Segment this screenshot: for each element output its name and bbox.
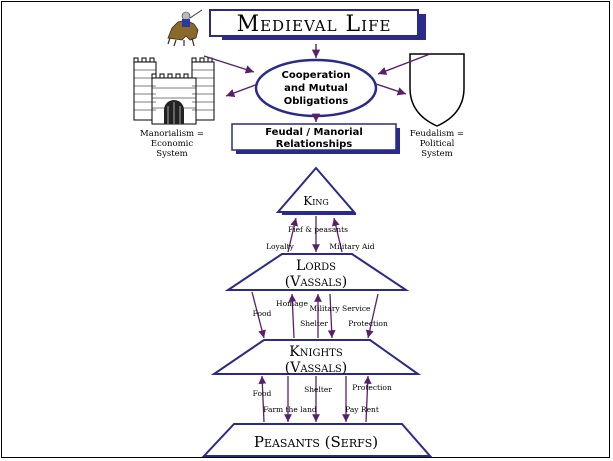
tier-king: King	[275, 166, 357, 215]
arrow-label-food-lords: Food	[253, 309, 272, 318]
cooperation-oval: Cooperation and Mutual Obligations	[254, 58, 378, 118]
oval-line-1: Cooperation	[282, 70, 351, 81]
manorialism-caption: Manorialism = Economic System	[140, 129, 204, 159]
arrow-label-pay-rent: Pay Rent	[345, 405, 379, 414]
top-arrows	[203, 44, 431, 122]
tier-knights: Knights (Vassals)	[210, 339, 422, 376]
arrow-label-protection-knights: Protection	[352, 383, 392, 392]
arrow-label-military-service: Military Service	[309, 304, 371, 313]
arrow-label-homage: Homage	[276, 299, 308, 308]
feudalism-line-2: Political	[420, 139, 455, 149]
lords-knights-arrows	[251, 291, 379, 339]
arrow-label-protection-lords: Protection	[348, 319, 388, 328]
castle-icon	[133, 57, 215, 125]
tier-peasants-label: Peasants (Serfs)	[254, 433, 378, 451]
feudal-box-line-1: Feudal / Manorial	[265, 127, 363, 138]
manorialism-line-3: System	[156, 149, 188, 159]
manorialism-line-1: Manorialism =	[140, 129, 204, 139]
tier-lords: Lords (Vassals)	[224, 253, 410, 291]
feudalism-line-3: System	[421, 149, 453, 159]
tier-knights-label-1: Knights	[289, 344, 343, 360]
arrow-label-fief: Fief & peasants	[288, 225, 348, 234]
arrow-label-shelter-knights: Shelter	[304, 385, 332, 394]
arrow-label-farm-the-land: Farm the land	[263, 405, 317, 414]
manorialism-line-2: Economic	[151, 139, 193, 149]
shield-icon	[409, 53, 465, 127]
arrow-label-shelter-lords: Shelter	[300, 319, 328, 328]
oval-line-3: Obligations	[284, 96, 349, 107]
tier-knights-label-2: (Vassals)	[285, 360, 348, 376]
feudal-manorial-box: Feudal / Manorial Relationships	[231, 123, 400, 154]
oval-line-2: and Mutual	[284, 83, 348, 94]
king-lords-arrows	[287, 216, 343, 253]
feudalism-caption: Feudalism = Political System	[410, 129, 464, 159]
tier-lords-label-1: Lords	[296, 258, 336, 274]
feudalism-line-1: Feudalism =	[410, 129, 464, 139]
arrow-label-military-aid: Military Aid	[329, 242, 374, 251]
title-box: Medieval Life	[209, 9, 426, 40]
knights-peasants-arrows	[258, 375, 372, 423]
arrow-label-food-knights: Food	[253, 389, 272, 398]
feudal-box-line-2: Relationships	[276, 139, 353, 150]
tier-lords-label-2: (Vassals)	[285, 274, 348, 290]
knight-on-horse-icon	[167, 9, 203, 47]
arrow-label-loyalty: Loyalty	[266, 242, 295, 251]
tier-king-label: King	[303, 194, 329, 208]
page-title: Medieval Life	[237, 12, 392, 37]
tier-peasants: Peasants (Serfs)	[201, 423, 433, 457]
